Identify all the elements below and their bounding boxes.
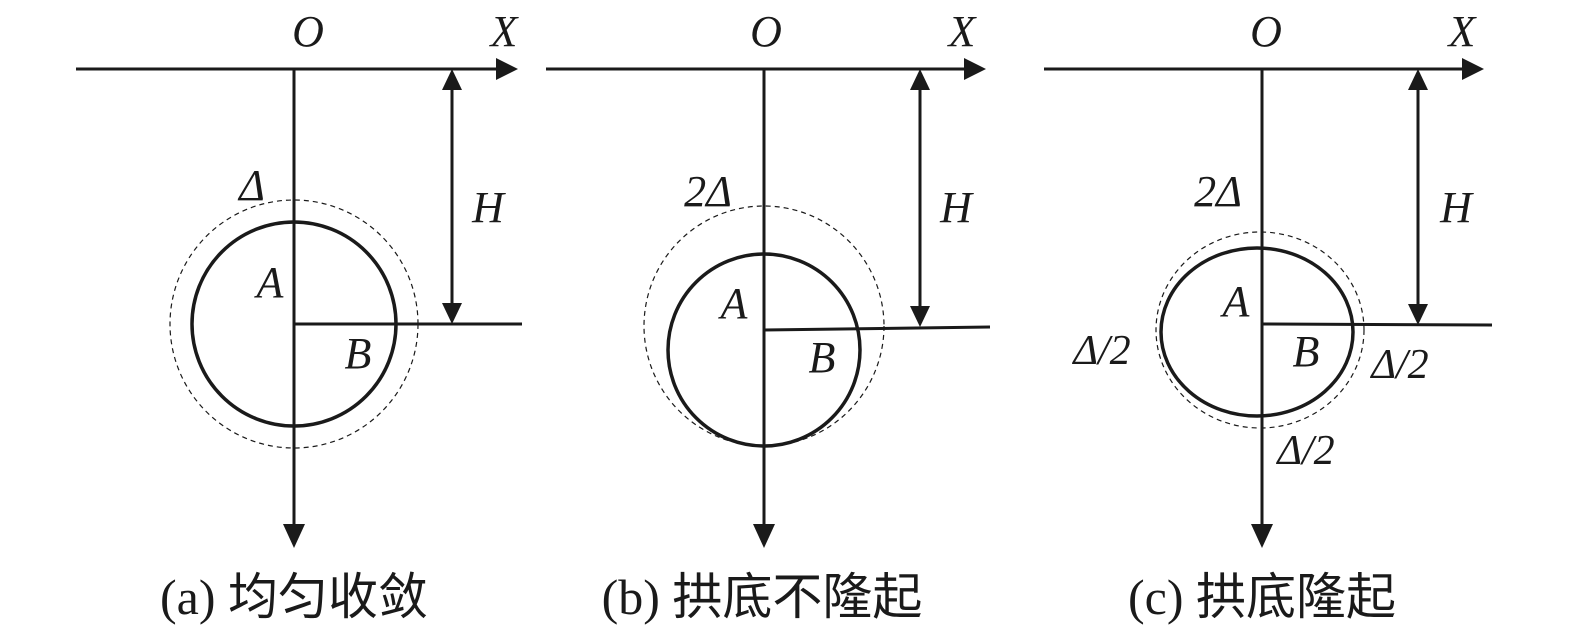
radius-line	[1261, 322, 1493, 327]
depth-arrowhead-bottom	[442, 303, 462, 324]
depth-label: H	[1439, 183, 1474, 232]
origin-label: O	[292, 7, 324, 56]
point-a-label: A	[718, 279, 749, 328]
bottom-label: Δ/2	[1275, 428, 1334, 474]
delta-label: 2Δ	[684, 167, 732, 216]
origin-label: O	[750, 7, 782, 56]
depth-arrowhead-top	[1408, 69, 1428, 90]
x-axis-arrowhead	[964, 58, 986, 80]
side-right-label: Δ/2	[1369, 342, 1428, 388]
panel-b: O X H 2Δ A B (b) 拱底不隆起	[546, 7, 991, 625]
radius-line	[763, 325, 991, 332]
delta-label: Δ	[237, 161, 265, 210]
point-b-label: B	[345, 329, 372, 378]
y-axis-arrowhead	[1251, 524, 1273, 548]
depth-arrowhead-bottom	[1408, 304, 1428, 325]
tunnel-section-circle	[1159, 246, 1355, 418]
panel-caption: (a) 均匀收敛	[160, 569, 428, 625]
depth-label: H	[471, 183, 506, 232]
tunnel-section-circle	[666, 252, 862, 448]
panel-caption: (c) 拱底隆起	[1128, 569, 1396, 625]
y-axis-arrowhead	[283, 524, 305, 548]
panel-c: O X H 2Δ A B Δ/2 Δ/2 Δ/2 (c) 拱底隆起	[1044, 7, 1493, 625]
x-axis-arrowhead	[1462, 58, 1484, 80]
panel-a: O X H Δ A B (a) 均匀收敛	[76, 7, 522, 625]
depth-arrowhead-top	[910, 69, 930, 90]
origin-label: O	[1250, 7, 1282, 56]
depth-arrowhead-bottom	[910, 306, 930, 327]
point-b-label: B	[1293, 327, 1320, 376]
x-axis-label: X	[1447, 7, 1478, 56]
original-outline-dashed	[643, 205, 885, 447]
depth-label: H	[939, 183, 974, 232]
x-axis-label: X	[489, 7, 520, 56]
depth-arrowhead-top	[442, 69, 462, 90]
delta-label: 2Δ	[1194, 167, 1242, 216]
x-axis-arrowhead	[496, 58, 518, 80]
original-outline-dashed	[1155, 231, 1365, 429]
side-left-label: Δ/2	[1071, 328, 1130, 374]
panel-caption: (b) 拱底不隆起	[602, 569, 923, 625]
y-axis-arrowhead	[753, 524, 775, 548]
x-axis-label: X	[947, 7, 978, 56]
point-a-label: A	[1220, 277, 1251, 326]
point-b-label: B	[809, 333, 836, 382]
point-a-label: A	[254, 258, 285, 307]
